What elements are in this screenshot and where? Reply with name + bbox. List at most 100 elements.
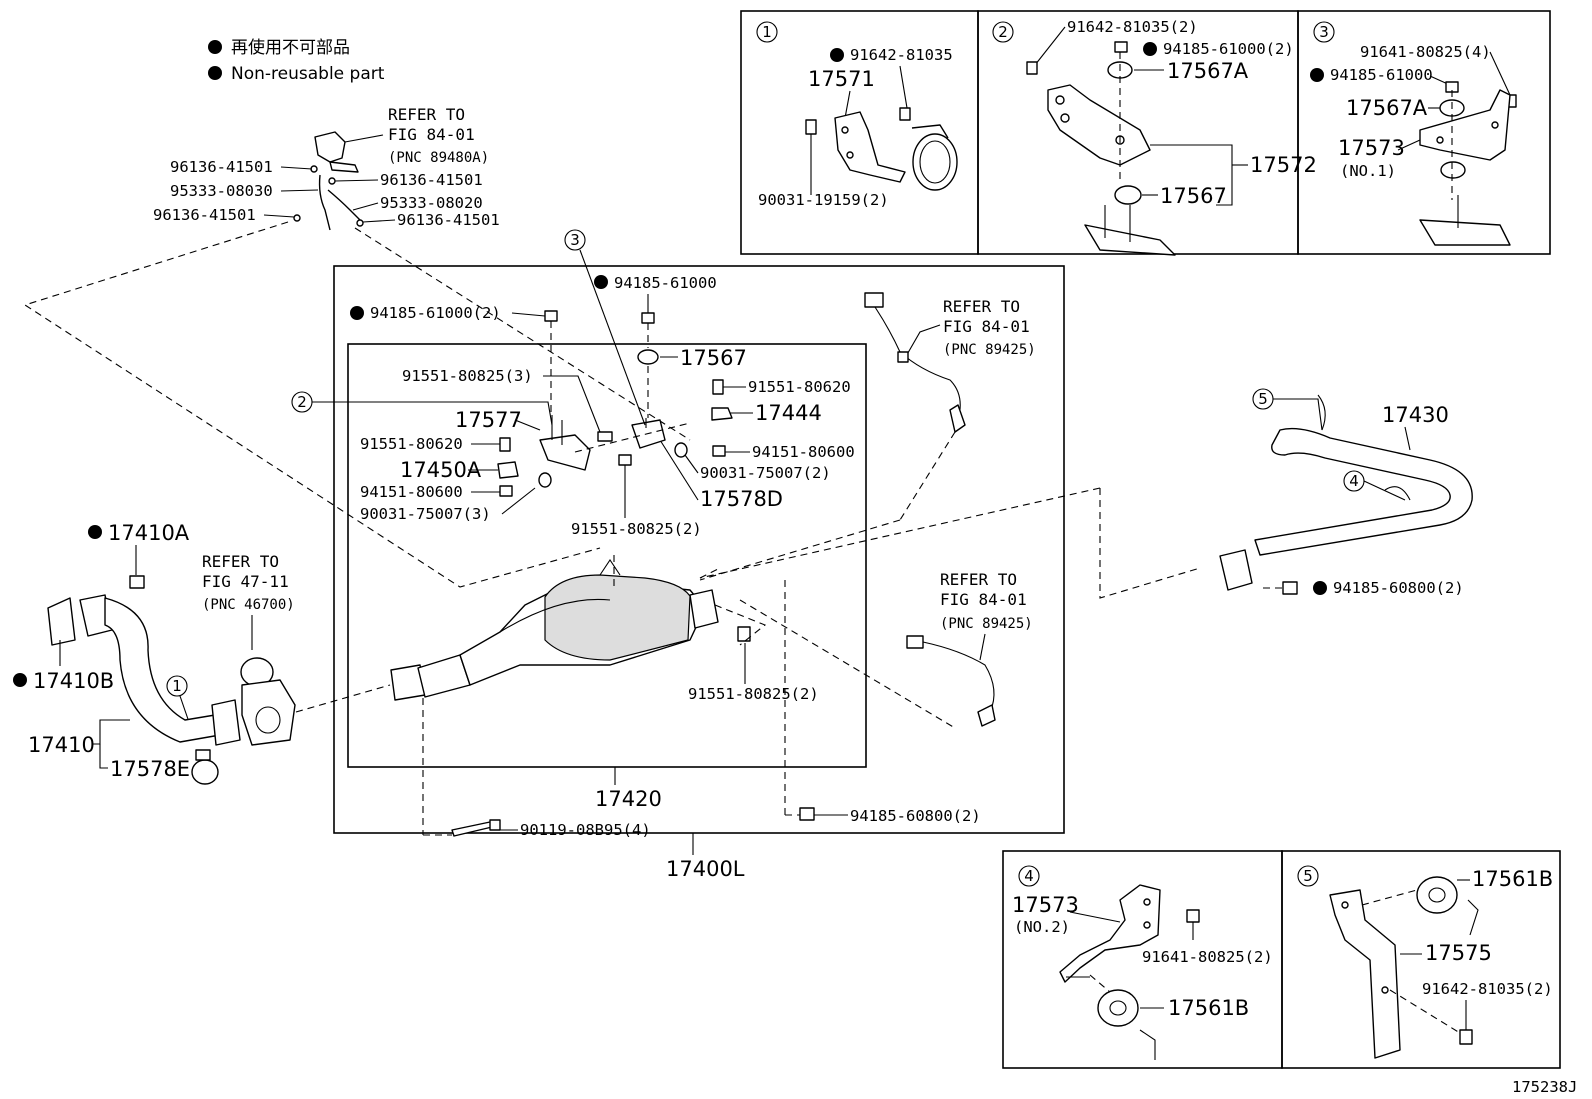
exhaust-sensor-upper: REFER TO FIG 84-01 (PNC 89425) [699,292,1036,581]
part-number: 94185-61000 [614,274,717,292]
non-reusable-dot-icon [350,306,364,320]
part-number: 17572 [1250,153,1317,177]
part-number: 96136-41501 [380,171,483,189]
part-number: 17567 [1160,184,1227,208]
ref-line2: FIG 84-01 [943,317,1030,336]
bolt-icon [899,107,911,121]
legend-jp: 再使用不可部品 [231,37,350,58]
hose-shape [318,174,331,231]
bolt-icon [499,437,511,452]
inset-number: 4 [1024,867,1034,885]
non-reusable-dot-icon [208,66,222,80]
part-number: (NO.2) [1014,918,1070,936]
non-reusable-dot-icon [1313,581,1327,595]
inset-number: 2 [998,23,1008,41]
ref-line1: REFER TO [202,552,279,571]
clip-icon [328,177,336,185]
part-number: 17444 [755,401,822,425]
outlet-flange-shape [689,589,719,629]
assembly-17420-frame [347,343,867,768]
ref-pnc: (PNC 89480A) [388,150,489,166]
part-number: 90031-19159(2) [758,191,889,209]
clip-icon [356,219,364,227]
converter-assembly: 91551-80825(2) 17420 90119-08B95(4) 9418… [390,555,981,881]
hose-shape [327,189,361,221]
part-number: 17430 [1382,403,1449,427]
nut-icon [1282,581,1298,595]
part-number: 90031-75007(3) [360,505,491,523]
grommet-icon [538,472,552,488]
rubber-hanger-shape [1097,989,1139,1027]
non-reusable-dot-icon [1143,42,1157,56]
callout-number: 1 [172,677,182,695]
part-number: 17567A [1346,96,1428,120]
part-number: 91551-80620 [748,378,851,396]
part-number: 91642-81035(2) [1067,18,1198,36]
inset-5: 5 17561B 17575 91642-81035(2) [1281,850,1561,1069]
part-number: 91551-80825(2) [571,520,702,538]
grommet-icon [674,442,688,458]
part-number: 94185-61000(2) [370,304,501,322]
non-reusable-dot-icon [830,48,844,62]
bolt-icon [1186,909,1200,923]
bolt-icon [597,431,613,442]
part-number: 17571 [808,67,875,91]
part-number: 91551-80825(3) [402,367,533,385]
part-number: 91551-80825(2) [688,685,819,703]
ref-line2: FIG 47-11 [202,572,289,591]
dpf-shell-shape [544,574,691,661]
callout-number: 2 [297,393,307,411]
clip-icon [293,214,301,222]
hanger-bracket-shape [834,111,906,183]
inset-1: 1 91642-81035 17571 90031-19159(2) [740,10,979,255]
rubber-mount-shape [1440,161,1466,179]
assembly-17400L-frame [333,265,1065,834]
part-number: 17410 [28,733,95,757]
sensor-tip-shape [949,404,966,433]
inset-number: 3 [1319,23,1329,41]
part-number: 90119-08B95(4) [520,821,651,839]
center-mount-parts: 94185-61000 17567 94185-61000(2) 91551-8… [350,274,855,538]
part-number: 17567A [1167,59,1249,83]
clamp-shape [191,759,219,785]
non-reusable-dot-icon [594,275,608,289]
part-number: 91642-81035(2) [1422,980,1553,998]
nut-icon [499,485,513,497]
nut-icon [712,445,726,457]
callout-number: 3 [570,231,580,249]
ref-line2: FIG 84-01 [940,590,1027,609]
bolt-icon [805,119,817,135]
part-number: 94185-60800(2) [1333,579,1464,597]
stay-shape [711,407,733,421]
inset-2: 2 91642-81035(2) 94185-61000(2) 17567A 1… [977,10,1317,256]
part-number: 17578D [700,487,783,511]
bolt-icon [1459,1029,1473,1045]
part-number: 94185-61000 [1330,66,1433,84]
ref-line1: REFER TO [388,105,465,124]
inset-number: 5 [1303,867,1313,885]
part-number: 17400L [666,857,745,881]
frame-shape [1419,219,1511,246]
sensor-tip-shape [977,704,996,727]
ref-line1: REFER TO [940,570,1017,589]
non-reusable-dot-icon [1310,68,1324,82]
rubber-mount-shape [1114,185,1142,205]
ref-pnc: (PNC 89425) [943,342,1036,358]
part-number: 94185-60800(2) [850,807,981,825]
pipe-flange-shape [1219,549,1253,591]
vacuum-hose-group: REFER TO FIG 84-01 (PNC 89480A) 96136-41… [153,105,500,231]
gasket-shape [47,597,76,646]
non-reusable-dot-icon [13,673,27,687]
rubber-hanger-shape [1416,876,1458,914]
part-number: 17573 [1338,136,1405,160]
connector-icon [864,292,884,308]
part-number: 17573 [1012,893,1079,917]
bolt-icon [712,379,724,395]
part-number: 17567 [680,346,747,370]
bolt-icon [618,454,632,466]
part-number: 91641-80825(2) [1142,948,1273,966]
callout-number: 5 [1258,390,1268,408]
part-number: 90031-75007(2) [700,464,831,482]
part-number: 17420 [595,787,662,811]
ref-line1: REFER TO [943,297,1020,316]
